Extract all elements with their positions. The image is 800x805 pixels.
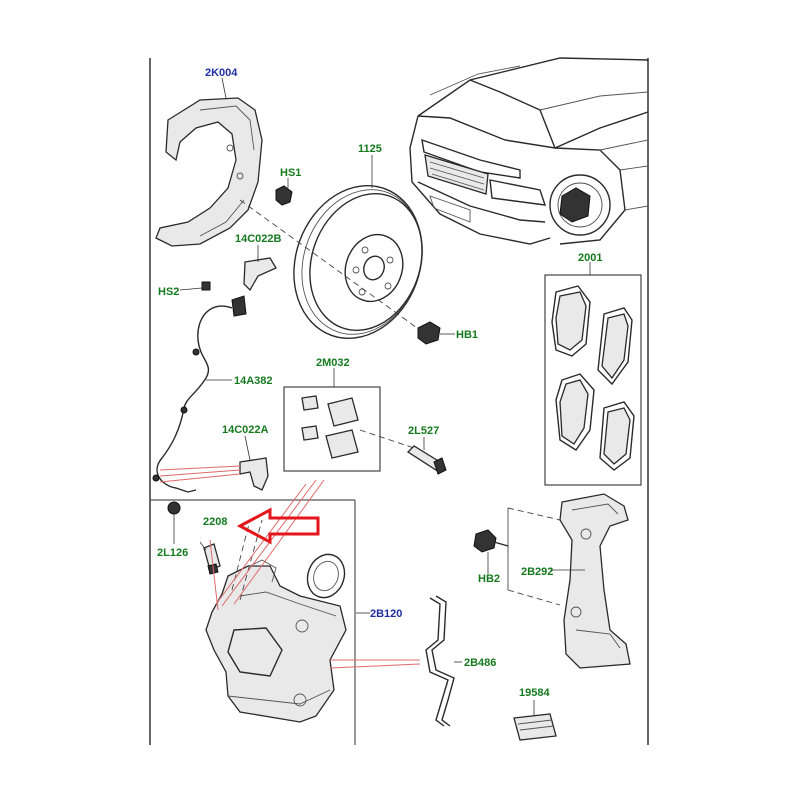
label-2B486: 2B486 <box>464 657 496 669</box>
label-2B120: 2B120 <box>370 608 402 620</box>
guide-pin-kit-icon <box>283 368 421 472</box>
hs1-bolt-icon <box>275 178 293 206</box>
label-1125: 1125 <box>358 143 382 155</box>
label-2208: 2208 <box>203 516 227 528</box>
wear-sensor-cable-icon <box>152 245 277 493</box>
caliper-frame <box>150 499 356 745</box>
brake-disc-icon <box>293 155 423 340</box>
label-14C022A: 14C022A <box>222 424 269 436</box>
label-14C022B: 14C022B <box>235 233 282 245</box>
hb1-bolt-icon <box>239 199 455 345</box>
caliper-carrier-icon <box>507 493 631 669</box>
brake-pads-icon <box>544 262 642 486</box>
label-HB1: HB1 <box>456 329 478 341</box>
label-14A382: 14A382 <box>234 375 273 387</box>
vehicle-front-icon <box>409 57 649 245</box>
piston-seal-icon <box>306 553 346 599</box>
diagram-frame <box>149 58 649 745</box>
guide-pin-icon <box>406 437 447 475</box>
hb2-bolt-icon <box>473 529 509 574</box>
bleed-cap-icon <box>167 501 221 575</box>
brake-caliper-icon <box>205 479 421 723</box>
label-HB2: HB2 <box>478 573 500 585</box>
anti-rattle-spring-icon <box>356 595 462 727</box>
label-2M032: 2M032 <box>316 357 350 369</box>
label-2B292: 2B292 <box>521 566 553 578</box>
label-HS1: HS1 <box>280 167 301 179</box>
label-2001: 2001 <box>578 252 602 264</box>
label-19584: 19584 <box>519 687 550 699</box>
label-2L527: 2L527 <box>408 425 439 437</box>
label-2K004: 2K004 <box>205 67 238 79</box>
dust-shield-icon <box>155 97 263 247</box>
wear-indicator-icon <box>513 700 557 741</box>
red-outline-arrow-icon <box>236 507 320 545</box>
label-HS2: HS2 <box>158 286 179 298</box>
label-2L126: 2L126 <box>157 547 188 559</box>
